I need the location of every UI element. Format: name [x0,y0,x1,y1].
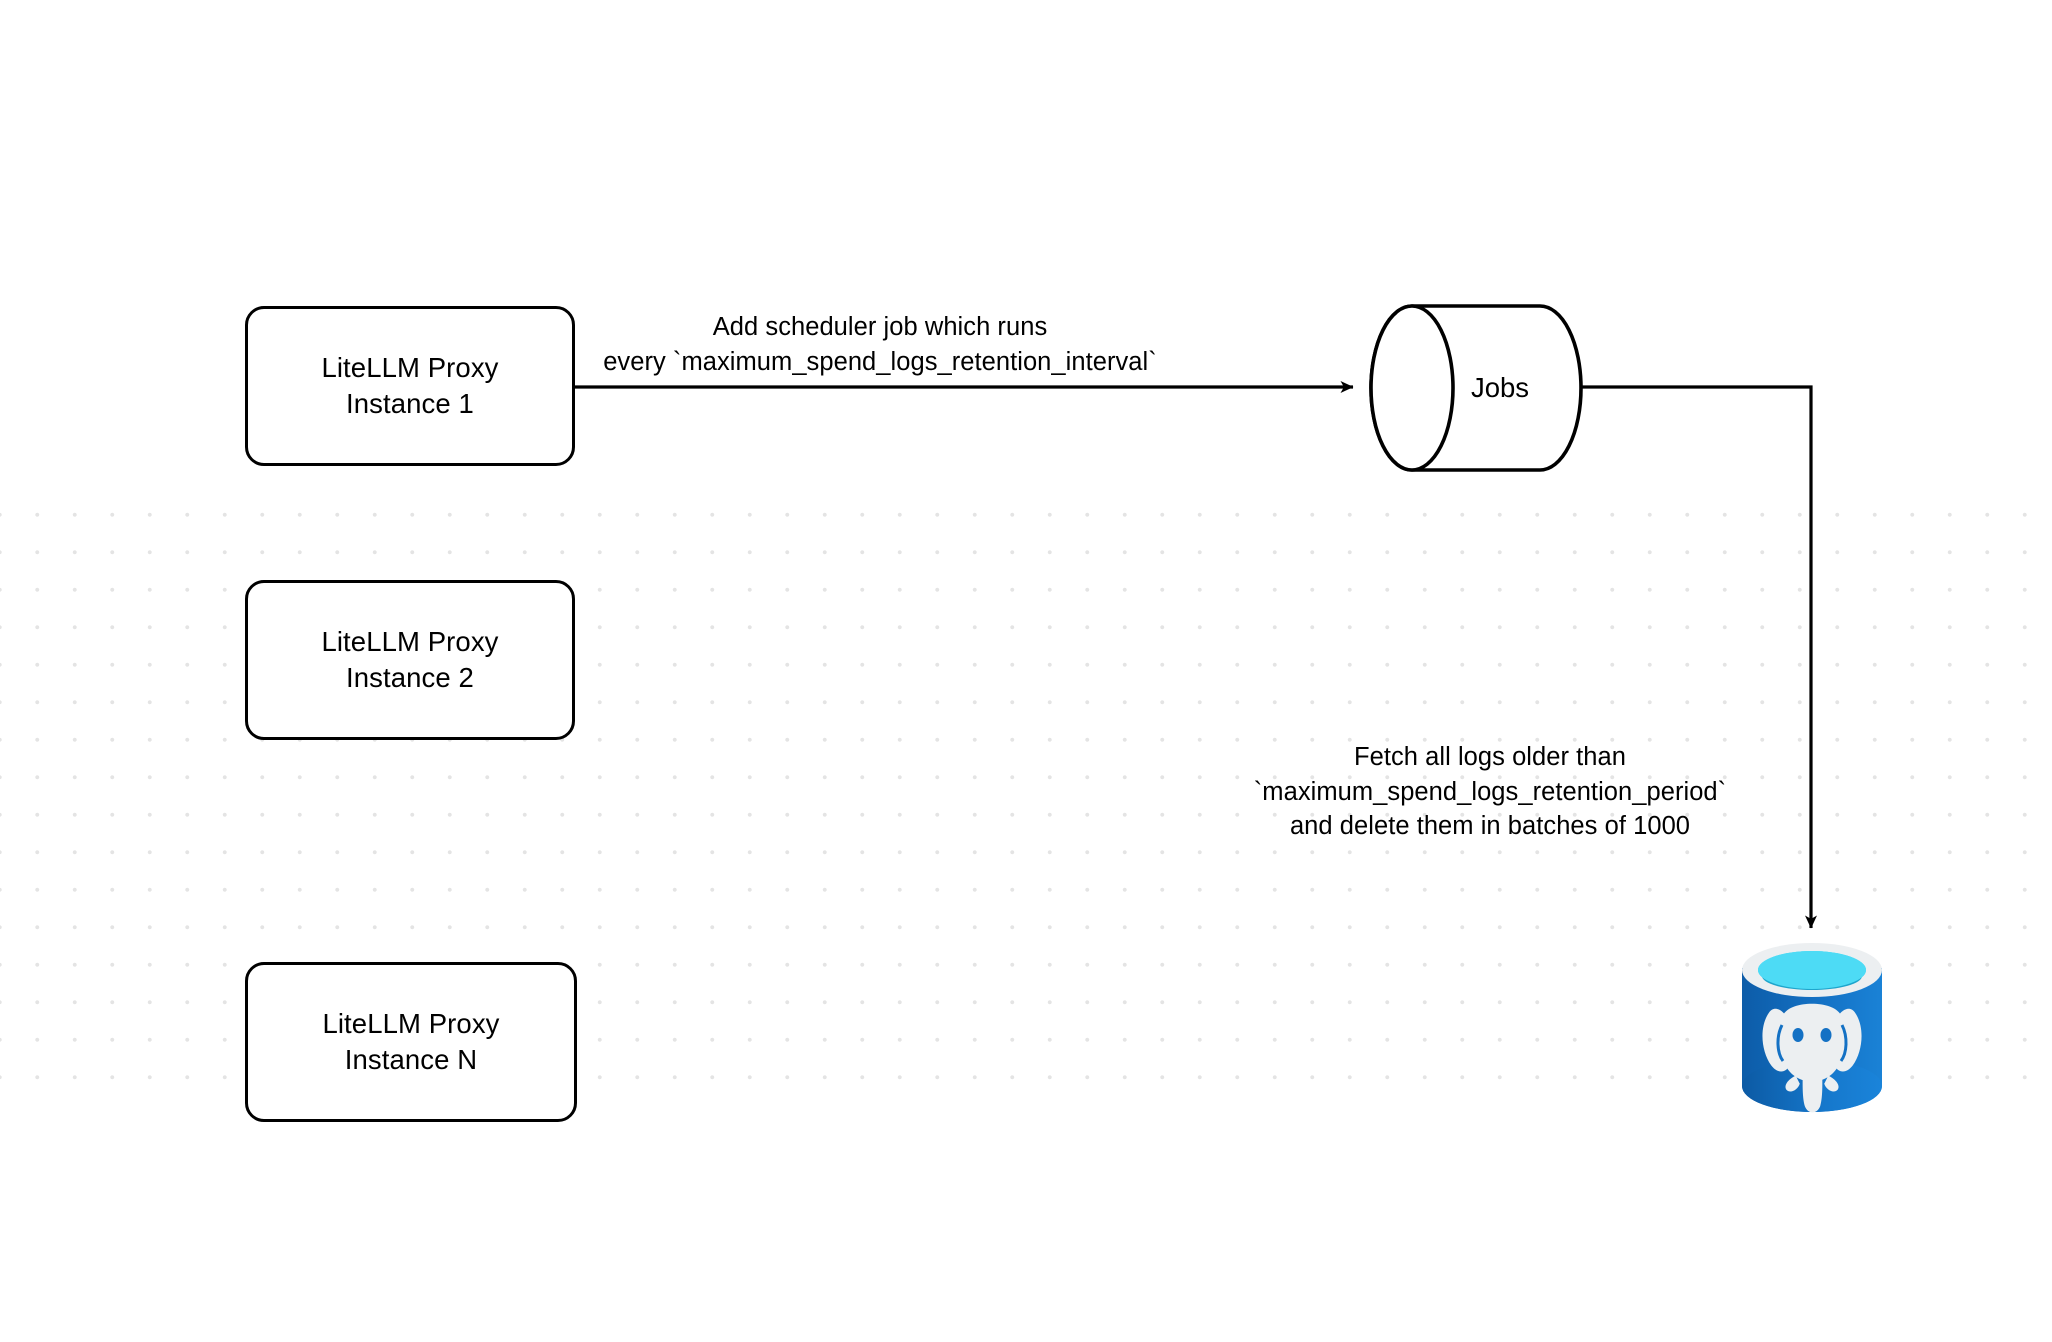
node-label-line-2: Instance 1 [346,388,474,419]
jobs-queue-node[interactable] [1369,304,1583,472]
edge-label-line-2: every `maximum_spend_logs_retention_inte… [603,347,1157,376]
node-litellm-proxy-instance-1[interactable]: LiteLLM Proxy Instance 1 [245,306,575,466]
edge-label-line-1: Add scheduler job which runs [712,313,1048,341]
node-label-line-1: LiteLLM Proxy [321,351,499,383]
node-label-line-1: LiteLLM Proxy [321,625,499,657]
edge-label-line-2: `maximum_spend_logs_retention_period` [1253,777,1727,806]
node-label-jobs: Jobs [1470,372,1530,403]
edge-label-add-scheduler-job: Add scheduler job which runs every `maxi… [520,310,1240,379]
node-label-line-2: Instance N [344,1044,478,1075]
edge-label-line-1: Fetch all logs older than [1354,743,1626,771]
postgres-database-icon[interactable] [1742,943,1882,1113]
node-label-line-2: Instance 2 [346,662,474,693]
node-litellm-proxy-instance-2[interactable]: LiteLLM Proxy Instance 2 [245,580,575,740]
edge-jobs-to-postgres [1580,385,1817,929]
node-litellm-proxy-instance-n[interactable]: LiteLLM Proxy Instance N [245,962,577,1122]
edge-label-line-3: and delete them in batches of 1000 [1289,812,1691,841]
edge-label-fetch-and-delete-logs: Fetch all logs older than `maximum_spend… [1180,740,1800,844]
node-label-line-1: LiteLLM Proxy [322,1007,500,1039]
